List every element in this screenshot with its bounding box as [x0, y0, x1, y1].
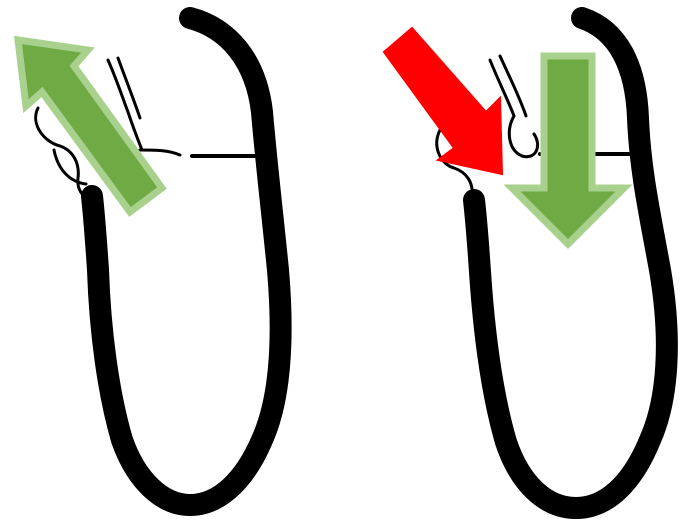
left-leaflet-upper-2: [118, 58, 140, 118]
right-leaflet-cusp: [509, 116, 537, 157]
left-heart-panel: [18, 18, 281, 505]
right-heart-panel: [384, 18, 667, 508]
left-chord-line: [140, 150, 180, 155]
left-leaflet-cusp-b: [54, 150, 86, 184]
right-leaflet-upper-2: [500, 56, 526, 116]
right-regurgitation-arrow: [384, 28, 502, 174]
right-inflow-arrow: [512, 56, 624, 244]
